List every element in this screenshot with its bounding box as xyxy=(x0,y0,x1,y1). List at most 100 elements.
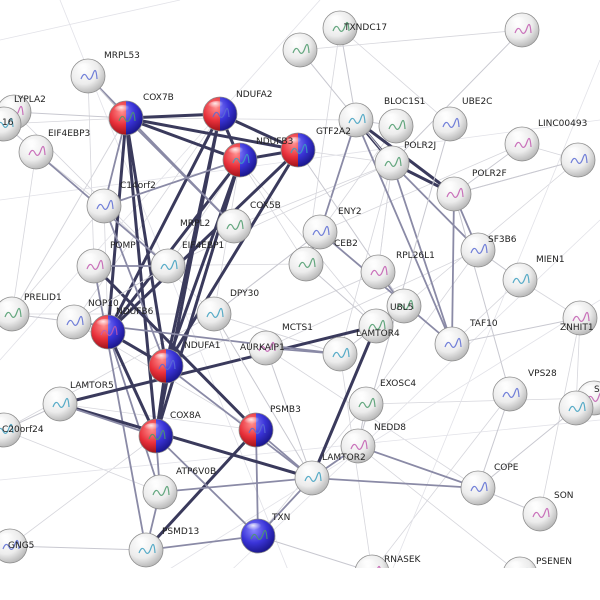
node-x1[interactable] xyxy=(282,32,318,68)
edge-x4-cope[interactable] xyxy=(477,407,577,489)
edge-lamtor2-lamtor5[interactable] xyxy=(58,402,314,480)
node-polr2f[interactable] xyxy=(436,176,472,212)
node-prelid1[interactable] xyxy=(0,296,30,332)
node-lamtor5[interactable] xyxy=(42,386,78,422)
edge-znhit1-taf10[interactable] xyxy=(451,317,581,345)
edge-dpy30-lamtor2[interactable] xyxy=(213,313,313,479)
node-mcts1[interactable] xyxy=(322,336,358,372)
node-mrpl53[interactable] xyxy=(70,58,106,94)
node-nop10[interactable] xyxy=(56,304,92,340)
node-highlight xyxy=(564,395,582,405)
node-ubl5[interactable] xyxy=(386,288,422,324)
node-ceb2[interactable] xyxy=(288,246,324,282)
edge-gtf2a2-eny2[interactable] xyxy=(319,119,357,233)
edge-ndufa1-lamtor2[interactable] xyxy=(165,365,313,479)
edge-gtf2a2-taf10[interactable] xyxy=(355,119,453,345)
edge-lypla2-cox7b[interactable] xyxy=(13,111,127,119)
node-polr2j[interactable] xyxy=(374,145,410,181)
node-n16[interactable] xyxy=(0,106,22,142)
edge-txn-rnasek[interactable] xyxy=(257,535,373,573)
edge-x2-polr2f[interactable] xyxy=(453,159,579,195)
node-highlight xyxy=(202,301,220,311)
node-vps28[interactable] xyxy=(492,376,528,412)
node-psmb3[interactable] xyxy=(238,412,274,448)
node-x4[interactable] xyxy=(558,390,594,426)
edge-gng5-psmd13[interactable] xyxy=(9,545,147,551)
edge-polr2j-taf10[interactable] xyxy=(391,162,453,345)
node-label-ndufb3: NDUFB3 xyxy=(256,137,293,147)
edge-eif4ebp1-nop10[interactable] xyxy=(73,265,169,323)
structure-thumbnail-icon xyxy=(152,485,170,496)
edge-ndufb6-cox8a[interactable] xyxy=(106,330,158,438)
edge-ndufb3-ndufb6[interactable] xyxy=(106,148,300,334)
edge-cox8a-txn[interactable] xyxy=(155,435,259,537)
edge-psmb3-psmd13[interactable] xyxy=(144,428,258,552)
edge-txn-psmd13[interactable] xyxy=(145,535,259,551)
edge-eny2-taf10[interactable] xyxy=(319,231,453,345)
node-cope[interactable] xyxy=(460,470,496,506)
node-rpl26l1[interactable] xyxy=(360,254,396,290)
node-dpy30[interactable] xyxy=(196,296,232,332)
node-nedd8[interactable] xyxy=(340,428,376,464)
edge-ndufb6-atp6v0b[interactable] xyxy=(107,331,161,493)
node-ndufb6[interactable] xyxy=(90,314,126,350)
node-gtf2a2[interactable] xyxy=(338,102,374,138)
edge-cox7b-ndufb6[interactable] xyxy=(106,116,128,334)
node-taf10[interactable] xyxy=(434,326,470,362)
edge-polr2j-sf3b6[interactable] xyxy=(391,162,479,251)
node-lamtor2[interactable] xyxy=(294,460,330,496)
edge-pomp-psmb3[interactable] xyxy=(92,264,258,432)
node-eny2[interactable] xyxy=(302,214,338,250)
node-ube2c[interactable] xyxy=(432,106,468,142)
edge-cox7b-ndufa1[interactable] xyxy=(124,116,168,368)
node-x2[interactable] xyxy=(560,142,596,178)
node-eif4ebp1[interactable] xyxy=(150,248,186,284)
node-mien1[interactable] xyxy=(502,262,538,298)
edge-polr2f-taf10[interactable] xyxy=(451,193,455,345)
node-txndc17[interactable] xyxy=(322,10,358,46)
node-cox7b[interactable] xyxy=(108,100,144,136)
node-cox5b[interactable] xyxy=(222,142,258,178)
edge-cox5b-ndufa1[interactable] xyxy=(164,158,242,368)
node-ndufa1[interactable] xyxy=(148,348,184,384)
node-sf3b6[interactable] xyxy=(460,232,496,268)
node-outline xyxy=(90,314,126,350)
node-txn[interactable] xyxy=(240,518,276,554)
edge-ndufa2-ndufb6[interactable] xyxy=(106,112,222,334)
node-eif4ebp3[interactable] xyxy=(18,134,54,170)
edge-lamtor2-lamtor4[interactable] xyxy=(310,324,378,480)
node-c14orf2[interactable] xyxy=(86,188,122,224)
node-psmd13[interactable] xyxy=(128,532,164,568)
edge-mrpl53-mrpl[interactable] xyxy=(87,75,235,227)
node-ndufa2[interactable] xyxy=(202,96,238,132)
node-c20orf24[interactable] xyxy=(0,412,22,448)
edge-nedd8-cope[interactable] xyxy=(357,445,479,489)
node-atp6v0b[interactable] xyxy=(142,474,178,510)
node-mrpl[interactable] xyxy=(216,208,252,244)
edge-cox7b-ndufb3[interactable] xyxy=(124,116,300,152)
node-cox8a[interactable] xyxy=(138,418,174,454)
edge-x3-polr2j[interactable] xyxy=(391,29,523,164)
edge-aurkaip1-lamtor2[interactable] xyxy=(265,347,313,479)
edge-dpy30-eny2[interactable] xyxy=(213,231,321,315)
faint-edge xyxy=(319,143,523,233)
node-bloc1s1[interactable] xyxy=(378,108,414,144)
edge-atp6v0b-lamtor2[interactable] xyxy=(159,477,313,493)
edge-lamtor2-cope[interactable] xyxy=(311,477,479,489)
node-gng5[interactable] xyxy=(0,528,28,564)
node-x3[interactable] xyxy=(504,12,540,48)
node-linc00493[interactable] xyxy=(504,126,540,162)
node-pomp[interactable] xyxy=(76,248,112,284)
node-lamtor4[interactable] xyxy=(358,308,394,344)
node-znhit1[interactable] xyxy=(562,300,598,336)
edge-c14orf2-cox5b[interactable] xyxy=(103,159,241,207)
node-ndufb3[interactable] xyxy=(280,132,316,168)
node-aurkaip1[interactable] xyxy=(248,330,284,366)
edge-polr2f-vps28[interactable] xyxy=(453,193,511,395)
edge-lamtor4-lamtor5[interactable] xyxy=(58,324,378,406)
edge-cox7b-cox5b[interactable] xyxy=(124,116,242,162)
edge-cox5b-cox8a[interactable] xyxy=(154,158,242,438)
edge-pomp-psmd13[interactable] xyxy=(93,265,147,551)
node-son[interactable] xyxy=(522,496,558,532)
node-exosc4[interactable] xyxy=(348,386,384,422)
